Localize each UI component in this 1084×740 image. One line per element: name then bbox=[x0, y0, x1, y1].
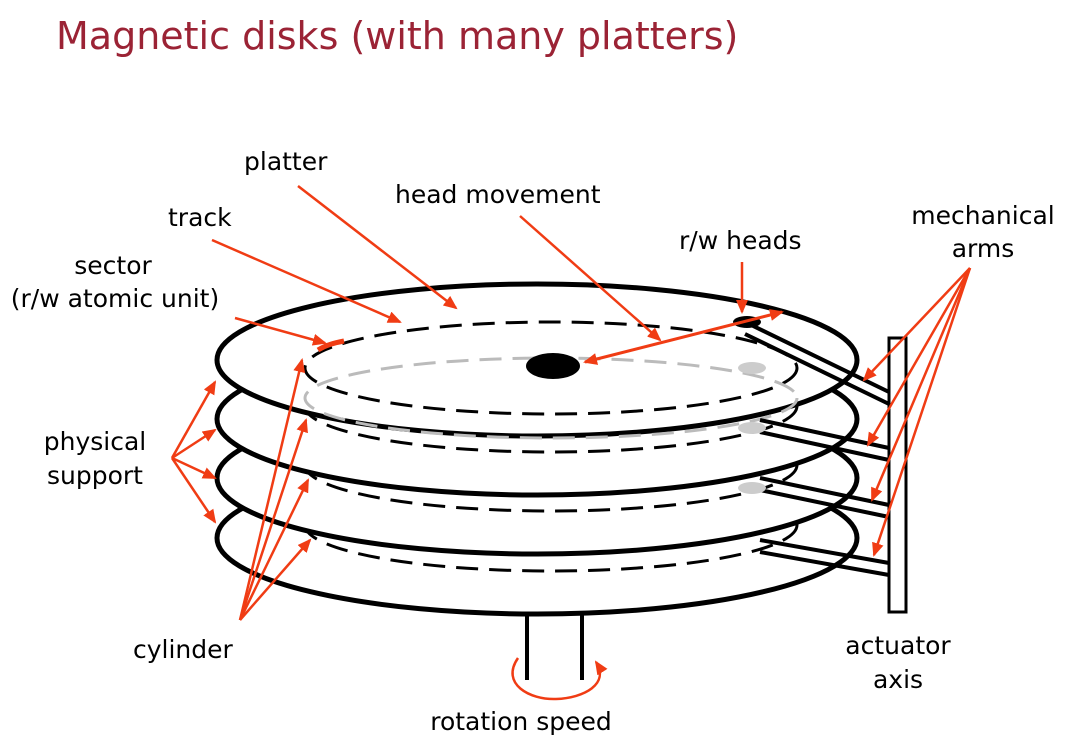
actuator-axis bbox=[887, 336, 908, 614]
label-actuator-axis-line2: axis bbox=[873, 665, 923, 694]
slide-title: Magnetic disks (with many platters) bbox=[56, 14, 739, 58]
label-track: track bbox=[168, 203, 232, 232]
label-head-movement: head movement bbox=[395, 180, 601, 209]
annotation-arrows bbox=[170, 185, 972, 701]
label-sector-line1: sector bbox=[74, 251, 152, 280]
label-actuator-axis-line1: actuator bbox=[845, 631, 951, 660]
label-platter: platter bbox=[244, 147, 328, 176]
label-rw-heads: r/w heads bbox=[679, 226, 802, 255]
label-mechanical-arms-line2: arms bbox=[952, 234, 1015, 263]
label-mechanical-arms-line1: mechanical bbox=[911, 201, 1054, 230]
label-cylinder: cylinder bbox=[133, 635, 234, 664]
sector-highlight bbox=[316, 338, 345, 353]
label-sector-line2: (r/w atomic unit) bbox=[11, 284, 219, 313]
rotation-arrow bbox=[511, 657, 608, 701]
lower-heads bbox=[738, 362, 766, 494]
label-rotation-speed: rotation speed bbox=[430, 707, 612, 736]
label-physical-support-line2: support bbox=[47, 461, 143, 490]
label-physical-support-line1: physical bbox=[44, 427, 147, 456]
spindle-hub bbox=[526, 353, 580, 379]
